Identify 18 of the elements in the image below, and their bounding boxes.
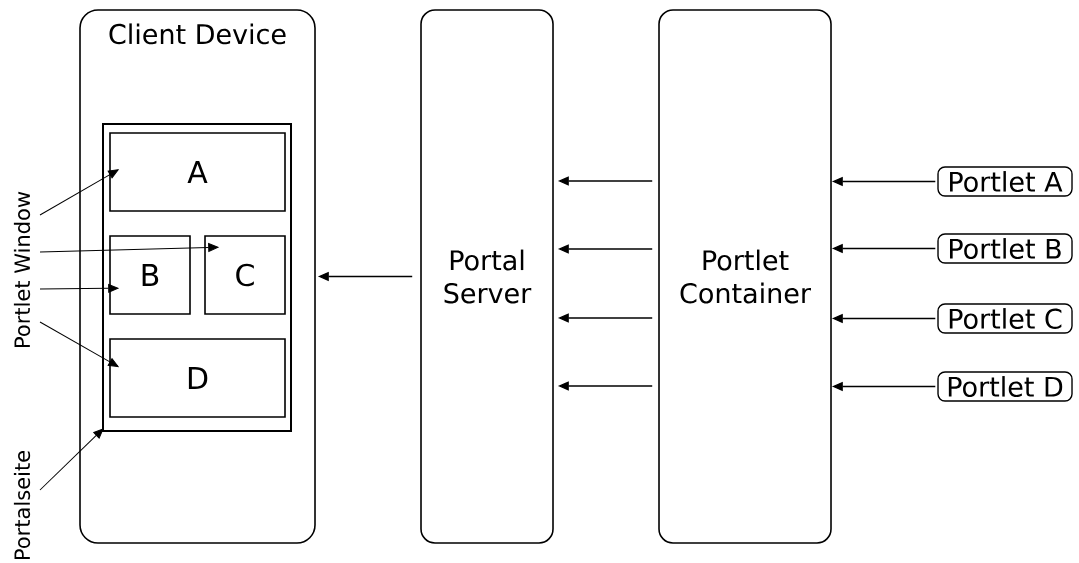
callout-text: Portalseite: [13, 451, 31, 560]
leader-line: [39, 428, 104, 491]
window-box: C: [204, 235, 286, 315]
portlet-box: Portlet B: [937, 233, 1073, 264]
server-column: Portal Server: [420, 9, 554, 544]
callout-text: Portlet Window: [13, 191, 31, 347]
leader-line: [39, 283, 119, 293]
server-column: Portlet Container: [658, 9, 832, 544]
leader-line: [39, 321, 119, 368]
portlet-box: Portlet D: [937, 371, 1073, 402]
window-box: D: [109, 338, 286, 418]
leader-line: [39, 243, 219, 253]
portlet-box: Portlet A: [937, 166, 1073, 197]
page-frame: [102, 123, 292, 432]
leader-line: [39, 169, 119, 216]
portlet-box: Portlet C: [937, 303, 1073, 334]
window-box: B: [109, 235, 191, 315]
window-box: A: [109, 132, 286, 212]
